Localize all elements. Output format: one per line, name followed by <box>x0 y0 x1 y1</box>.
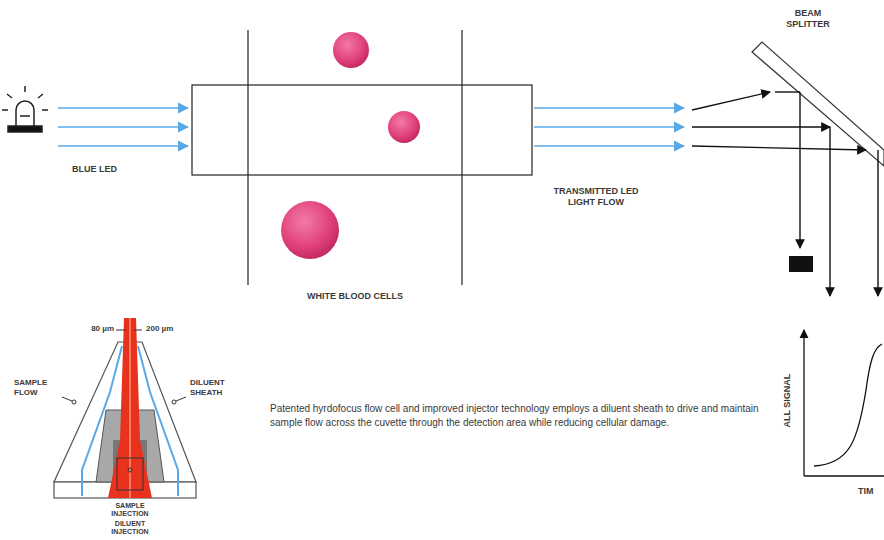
flow-cell <box>192 85 532 175</box>
part-label: DILUENT INJECTION <box>100 520 160 536</box>
dimension-label: 80 µm <box>78 324 114 334</box>
axis-label: TIM <box>858 486 884 497</box>
channel-wall <box>461 30 462 285</box>
part-label: SAMPLE INJECTION <box>100 502 160 518</box>
transmitted-light-arrows <box>534 108 684 146</box>
hydrofocus-nozzle <box>54 318 196 498</box>
part-label: TRANSMITTED LED LIGHT FLOW <box>548 186 644 209</box>
part-label: WHITE BLOOD CELLS <box>265 291 445 302</box>
axis-label: ALL SIGNAL <box>782 369 793 433</box>
led-light-arrows <box>58 108 188 146</box>
white-blood-cells <box>281 32 420 259</box>
signal-plot <box>804 330 884 476</box>
part-label: BEAM SPLITTER <box>780 8 836 31</box>
split-beams <box>692 92 878 296</box>
part-label: DILUENT SHEATH <box>190 378 246 398</box>
dimension-label: 200 µm <box>146 324 186 334</box>
detector <box>789 256 813 272</box>
part-label: BLUE LED <box>72 164 152 175</box>
note-text: Patented hyrdofocus flow cell and improv… <box>270 402 760 430</box>
part-label: SAMPLE FLOW <box>14 378 60 398</box>
channel-wall <box>247 30 248 285</box>
led-icon <box>2 86 48 132</box>
